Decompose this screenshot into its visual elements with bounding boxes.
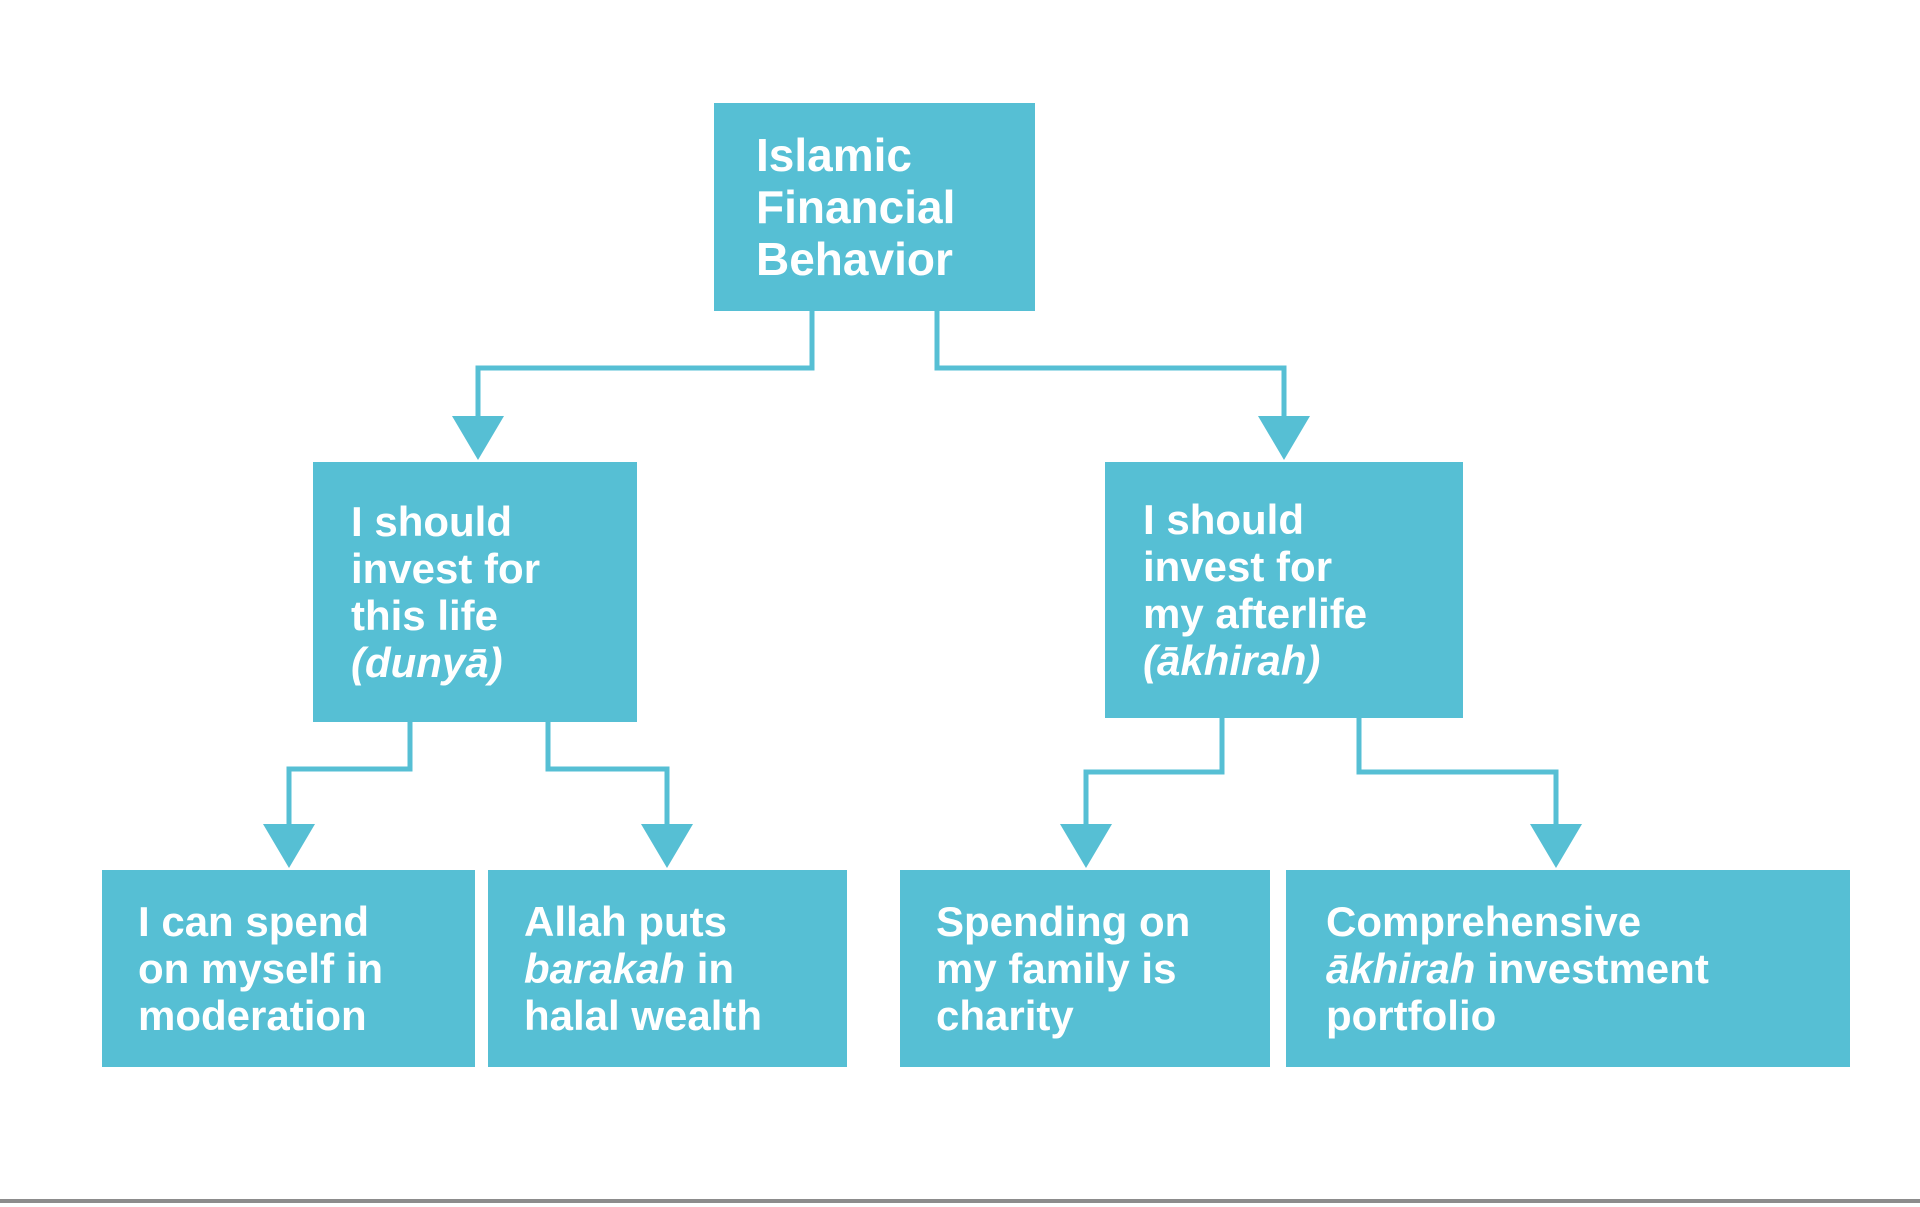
node-text-line: Comprehensive [1326,898,1642,945]
node-text-line: on myself in [138,945,384,992]
node-text-line: my afterlife [1143,590,1368,637]
node-text-line: (ākhirah) [1143,637,1321,684]
node-text-line: this life [351,592,499,639]
node-text-line: (dunyā) [351,639,503,686]
node-text-line: invest for [1143,543,1333,590]
arrowhead-down-icon [1258,416,1310,460]
node-text-line: Allah puts [524,898,728,945]
arrowhead-down-icon [1060,824,1112,868]
node-text-line: I should [351,498,512,545]
arrowhead-down-icon [263,824,315,868]
node-text-line: barakah in [524,945,735,992]
node-text-line: Islamic [756,129,912,181]
node-text-line: charity [936,992,1074,1039]
elbow-arrow-root-to-akhirah [934,311,1310,460]
arrowhead-down-icon [1530,824,1582,868]
node-text-line: Financial [756,181,956,233]
bottom-divider-line [0,1199,1920,1203]
elbow-arrow-akhirah-to-portfolio [1356,718,1582,868]
elbow-arrow-dunya-to-moderation [263,722,413,868]
node-text-line: invest for [351,545,541,592]
node-text-line: Spending on [936,898,1191,945]
node-text-line: ākhirah investment [1326,945,1709,992]
node-text-line: portfolio [1326,992,1497,1039]
node-text-line: I should [1143,496,1304,543]
arrowhead-down-icon [452,416,504,460]
node-text-line: Behavior [756,233,953,285]
elbow-arrow-akhirah-to-charity [1060,718,1225,868]
node-text-line: moderation [138,992,367,1039]
elbow-arrow-dunya-to-barakah [545,722,693,868]
node-text-line: halal wealth [524,992,763,1039]
node-text-line: my family is [936,945,1177,992]
node-text-line: I can spend [138,898,370,945]
arrowhead-down-icon [641,824,693,868]
elbow-arrow-root-to-dunya [452,311,815,460]
